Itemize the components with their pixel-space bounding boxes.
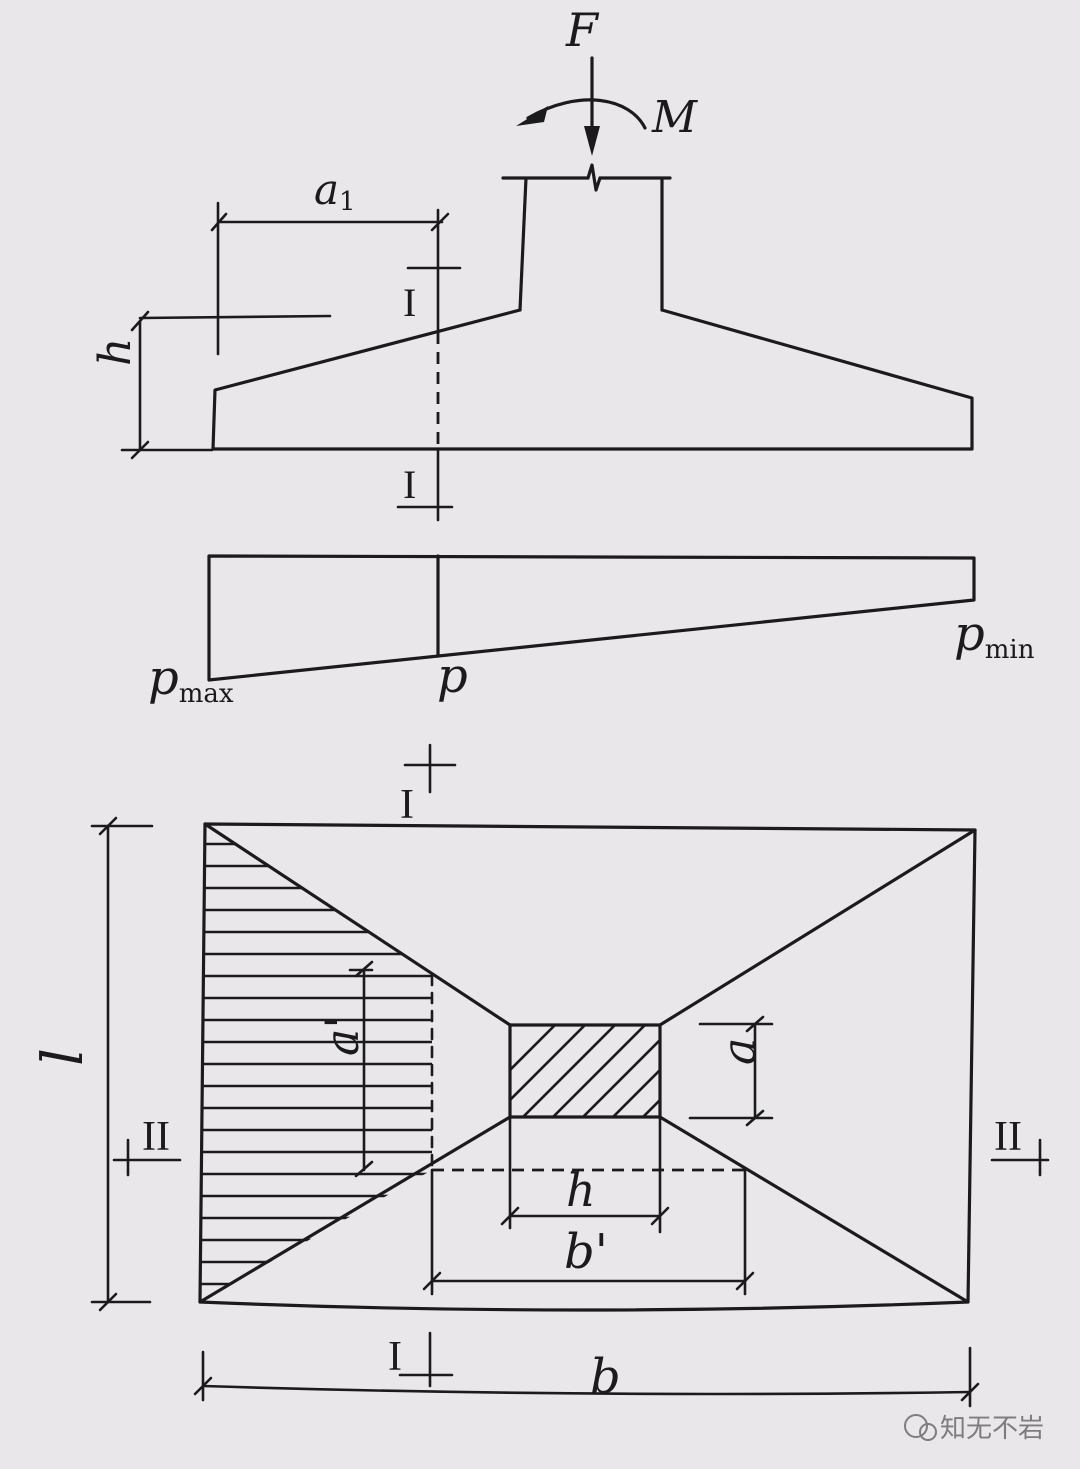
dim-a-prime-tick-bottom [354,1160,374,1178]
dim-l-tick-top [98,816,118,836]
label-plan-section-I-bottom: I [388,1334,402,1380]
dim-a-tick-bottom [745,1109,765,1127]
label-p: p [437,648,468,704]
dim-h-ext-top [138,314,332,320]
elevation-view: F M a1 h I I [90,3,974,522]
diagonal-bottom-right [658,1115,970,1304]
dim-l-tick-bottom [98,1292,118,1312]
hatch-left-trapezoid [200,842,432,1286]
column-hatch [510,1025,660,1117]
dim-h-tick-bottom [130,440,150,460]
dim-h-plan-tick-right [650,1206,670,1226]
diagonal-top-left [203,822,512,1027]
label-l: l [31,1048,96,1066]
label-F: F [565,3,600,57]
label-a: a [712,1038,766,1065]
label-plan-section-II-left: II [142,1114,170,1160]
column-section [508,1023,662,1119]
dim-a-prime-tick-top [354,960,374,978]
watermark-text: 知无不岩 [940,1414,1044,1444]
watermark: 知无不岩 [904,1414,1044,1444]
wechat-icon [904,1414,928,1438]
moment-arrow-head [516,106,548,126]
dim-a1-tick-left [210,212,228,232]
label-b: b [590,1349,621,1405]
label-pmin: pmin [954,606,1035,665]
pressure-diagram: pmax p pmin [148,554,1035,709]
dim-b-line [201,1384,972,1396]
label-section-I-top: I [403,280,416,325]
label-b-prime: b' [564,1224,608,1280]
load-arrow-head [584,126,600,156]
dim-h-plan-tick-left [500,1206,520,1226]
label-section-I-bottom: I [403,462,416,507]
label-h-plan: h [566,1163,596,1217]
dim-h-tick-top [130,310,150,332]
footing-plan-outline [198,822,977,1312]
plan-view: I I II II l b b' h a a' [31,743,1050,1408]
footing-outline [211,308,974,451]
diagonal-bottom-left [198,1115,512,1304]
label-plan-section-I-top: I [400,782,414,828]
label-h-side: h [90,338,141,366]
diagonal-top-right [658,828,977,1027]
label-a-prime: a' [315,1016,369,1056]
column-outline [501,176,672,312]
dim-b-prime-tick-right [735,1271,755,1291]
dim-b-tick-right [960,1382,980,1402]
pressure-outline [207,554,976,682]
dim-a-tick-top [745,1015,765,1033]
label-M: M [651,92,698,143]
dim-b-tick-left [193,1376,213,1396]
label-pmax: pmax [148,650,234,709]
dim-a1-tick-right [430,212,450,232]
dim-b-prime-tick-left [422,1271,442,1291]
label-a1: a1 [314,165,356,217]
wechat-icon-small [919,1423,937,1441]
label-plan-section-II-right: II [994,1114,1022,1160]
column-break-mark [586,163,602,192]
